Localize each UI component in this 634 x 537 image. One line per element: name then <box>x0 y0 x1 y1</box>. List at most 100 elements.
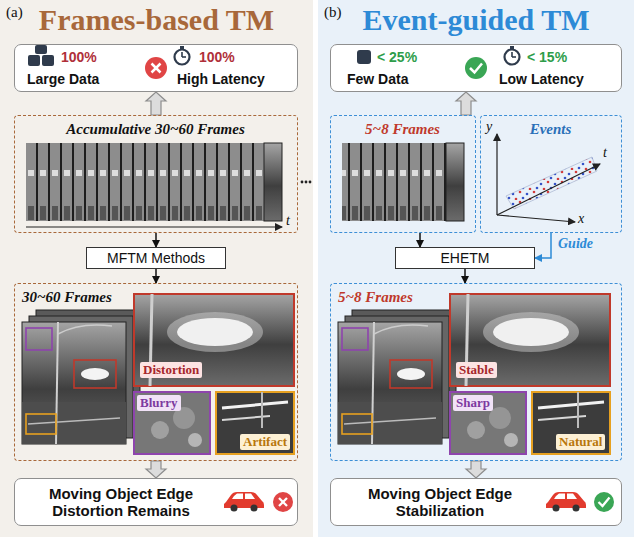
check-icon <box>594 492 614 512</box>
panel: (a)Frames-based TM100%Large Data100%High… <box>0 0 313 537</box>
result-images <box>22 402 126 444</box>
panel-title: Event-guided TM <box>318 3 634 37</box>
cross-icon <box>273 492 293 512</box>
event-plot <box>497 164 600 215</box>
panel: (b)Event-guided TM< 25%Few Data< 15%Low … <box>318 0 634 537</box>
percent-value: < 15% <box>527 49 567 65</box>
outcome-box: Moving Object Edge Distortion Remains <box>14 478 298 526</box>
metric-box-fill <box>14 44 298 92</box>
flow-arrow <box>456 92 476 115</box>
car-icon <box>224 492 264 512</box>
result-box: 5~8 FramesStableSharpNatural <box>330 283 622 461</box>
result-images <box>58 325 112 334</box>
data-icon <box>28 55 40 66</box>
frame-stack <box>309 181 312 184</box>
cross-icon <box>279 498 287 506</box>
crop-label: Distortion <box>140 362 202 378</box>
data-icon <box>42 55 54 66</box>
crop-label: Sharp <box>453 395 493 411</box>
panel-tag: (b) <box>324 4 342 21</box>
cross-icon <box>279 498 287 506</box>
result-images <box>167 312 263 352</box>
check-icon <box>465 57 487 79</box>
percent-value: < 25% <box>377 49 417 65</box>
box-title: 5~8 Frames <box>331 121 474 138</box>
result-images <box>26 328 52 350</box>
result-images <box>216 392 294 454</box>
result-images <box>188 433 202 447</box>
connector-arrow <box>155 269 157 283</box>
data-icon <box>35 45 47 54</box>
timer-icon <box>182 56 186 58</box>
connector-arrow <box>535 233 551 258</box>
event-plot <box>497 134 600 222</box>
result-images <box>22 322 126 444</box>
timer-icon <box>505 46 520 65</box>
crop-label: Blurry <box>137 395 181 411</box>
check-icon <box>594 492 614 512</box>
outcome-box-fill <box>14 478 298 526</box>
edge-label: Guide <box>556 236 595 252</box>
box-title: 5~8 Frames <box>338 289 413 306</box>
cross-icon <box>145 57 167 79</box>
event-plot <box>496 134 497 215</box>
metric-name: Few Data <box>347 71 408 87</box>
frame-stack <box>26 143 264 221</box>
frame-stack <box>446 143 464 221</box>
flow-arrow <box>146 92 166 115</box>
method-box-fill <box>395 247 535 269</box>
metric-name: Large Data <box>27 71 99 87</box>
result-images <box>222 402 288 408</box>
method-name: MFTM Methods <box>107 250 205 266</box>
frame-stack <box>342 143 464 221</box>
timer-icon <box>505 50 520 65</box>
cross-icon <box>273 492 293 512</box>
panel-fill <box>318 0 634 537</box>
box-title: 30~60 Frames <box>22 289 112 306</box>
result-images <box>81 368 109 380</box>
outcome-text: Moving Object Edge Distortion Remains <box>21 479 221 524</box>
axis-label: t <box>286 213 290 229</box>
check-icon <box>465 57 487 79</box>
metric-box-fill <box>330 44 622 92</box>
method-box-fill <box>86 247 226 269</box>
result-images <box>134 392 210 454</box>
check-icon <box>599 498 610 507</box>
check-icon <box>470 64 482 73</box>
crop-label: Stable <box>456 362 497 378</box>
box-title: Events <box>481 121 620 138</box>
result-images <box>338 294 610 454</box>
flow-arrow <box>466 461 486 478</box>
data-icon <box>357 50 371 64</box>
timer-icon <box>175 46 190 65</box>
frame-stack <box>342 143 446 221</box>
events-box: Events <box>480 115 622 233</box>
crop-label: Artifact <box>240 434 290 450</box>
outcome-box: Moving Object Edge Stabilization <box>330 478 622 526</box>
axis-label: t <box>603 145 607 161</box>
result-images <box>74 360 116 388</box>
metric-name: High Latency <box>177 71 265 87</box>
timer-icon <box>180 46 184 49</box>
result-images <box>26 414 56 434</box>
metric-box: 100%Large Data100%High Latency <box>14 44 298 92</box>
percent-value: 100% <box>61 49 97 65</box>
car-icon <box>546 492 586 512</box>
method-box: EHETM <box>395 247 535 269</box>
flow-arrow <box>146 461 166 478</box>
frame-stack <box>305 181 308 184</box>
method-name: EHETM <box>441 250 490 266</box>
connector-arrow <box>464 269 466 283</box>
frame-stack <box>301 181 304 184</box>
method-box: MFTM Methods <box>86 247 226 269</box>
axis-label: y <box>486 119 492 135</box>
cross-icon <box>152 64 161 73</box>
result-images <box>28 418 120 424</box>
event-plot <box>506 157 597 209</box>
panel-tag: (a) <box>6 4 23 21</box>
metric-box: < 25%Few Data< 15%Low Latency <box>330 44 622 92</box>
timer-icon <box>510 46 514 49</box>
connector-arrow <box>155 233 157 247</box>
result-box: 30~60 FramesDistortionBlurryArtifact <box>14 283 298 461</box>
frame-stack <box>264 143 282 221</box>
